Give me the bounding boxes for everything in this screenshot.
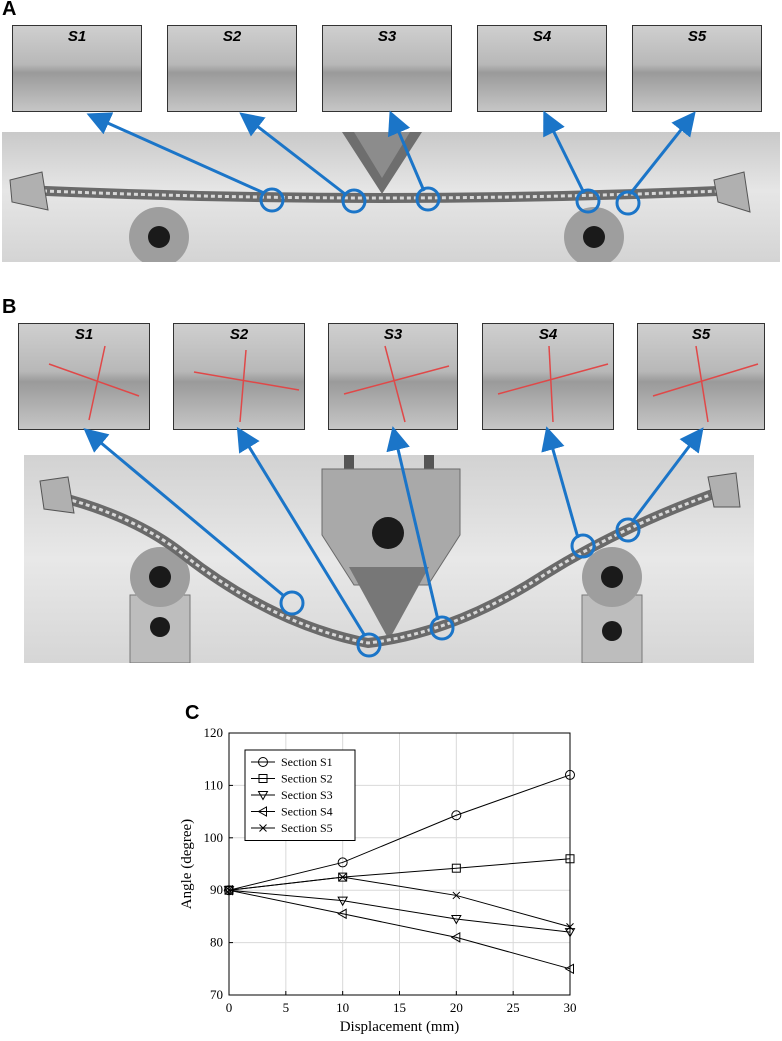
data-point [338, 873, 347, 881]
series-layer [223, 769, 576, 975]
data-point [258, 757, 268, 767]
x-tick-label: 10 [336, 1000, 349, 1015]
series-5 [225, 873, 574, 931]
series-4 [223, 884, 574, 975]
angle-mark-b-s4 [497, 345, 609, 423]
panel-label-c: C [185, 702, 200, 724]
y-tick-label: 90 [210, 882, 223, 897]
inset-label: S5 [691, 326, 711, 343]
y-tick-label: 120 [204, 725, 224, 740]
axis-ticks: 0 5 10 15 20 25 30 70 80 90 100 110 120 [204, 725, 577, 1015]
series-3 [223, 886, 576, 938]
x-axis-label: Displacement (mm) [340, 1019, 460, 1035]
data-point [257, 806, 267, 817]
inset-a-s1: S1 [12, 25, 142, 112]
inset-label: S4 [538, 326, 558, 343]
data-point [565, 769, 575, 780]
x-tick-label: 25 [507, 1000, 520, 1015]
x-tick-label: 15 [393, 1000, 406, 1015]
inset-label: S3 [383, 326, 403, 343]
data-point [452, 891, 461, 900]
data-point [450, 932, 461, 943]
angle-mark-b-s1 [48, 345, 140, 421]
x-tick-label: 20 [450, 1000, 463, 1015]
inset-a-s4: S4 [477, 25, 607, 112]
inset-label: S1 [74, 326, 94, 343]
data-point [564, 963, 574, 975]
legend-label: Section S5 [281, 821, 333, 835]
inset-label: S2 [229, 326, 249, 343]
data-point [565, 854, 575, 864]
legend-label: Section S4 [281, 805, 333, 819]
data-point [337, 896, 349, 907]
y-tick-label: 110 [204, 777, 223, 792]
data-point [450, 915, 462, 925]
data-point [337, 908, 347, 920]
right-end-fixture [713, 171, 751, 213]
left-end-fixture [39, 476, 75, 514]
x-tick-label: 30 [564, 1000, 577, 1015]
inset-a-s3: S3 [322, 25, 452, 112]
inset-label: S4 [532, 28, 552, 45]
panel-label-b: B [2, 296, 17, 318]
inset-a-s5: S5 [632, 25, 762, 112]
inset-label: S2 [222, 28, 242, 45]
x-tick-label: 5 [283, 1000, 290, 1015]
inset-b-s2: S2 [173, 323, 305, 430]
data-point [259, 824, 267, 832]
right-support-hole [583, 226, 605, 248]
data-point [257, 791, 269, 801]
inset-label: S5 [687, 28, 707, 45]
y-tick-label: 70 [210, 987, 223, 1002]
x-tick-label: 0 [226, 1000, 233, 1015]
inset-label: S1 [67, 28, 87, 45]
series-line [228, 889, 571, 970]
data-point [451, 810, 462, 821]
angle-mark-b-s3 [343, 345, 450, 423]
inset-b-s4: S4 [482, 323, 614, 430]
inset-a-s2: S2 [167, 25, 297, 112]
legend-label: Section S2 [281, 772, 333, 786]
panel-label-a: A [2, 0, 17, 20]
right-support-hole [601, 566, 623, 588]
y-tick-label: 80 [210, 935, 223, 950]
legend-label: Section S1 [281, 755, 333, 769]
data-point [566, 923, 574, 931]
y-axis-label: Angle (degree) [179, 819, 195, 909]
data-point [258, 774, 268, 783]
right-end-fixture [707, 472, 741, 508]
inset-b-s5: S5 [637, 323, 765, 430]
data-point [564, 928, 576, 938]
angle-mark-b-s5 [652, 345, 759, 423]
right-block-hole [602, 621, 622, 641]
data-point [451, 863, 461, 873]
inset-b-s3: S3 [328, 323, 458, 430]
data-point [225, 886, 233, 895]
legend: Section S1 Section S2 Section S3 Section S4… [244, 749, 356, 841]
series-line [228, 876, 571, 928]
left-end-fixture [9, 171, 49, 211]
y-tick-label: 100 [204, 830, 224, 845]
angle-mark-b-s2 [193, 349, 300, 423]
left-support-hole [148, 226, 170, 248]
series-line [228, 889, 571, 933]
left-block-hole [150, 617, 170, 637]
legend-label: Section S3 [281, 788, 333, 802]
inset-label: S3 [377, 28, 397, 45]
series-line [228, 774, 571, 891]
inset-b-s1: S1 [18, 323, 150, 430]
data-point [337, 857, 348, 868]
